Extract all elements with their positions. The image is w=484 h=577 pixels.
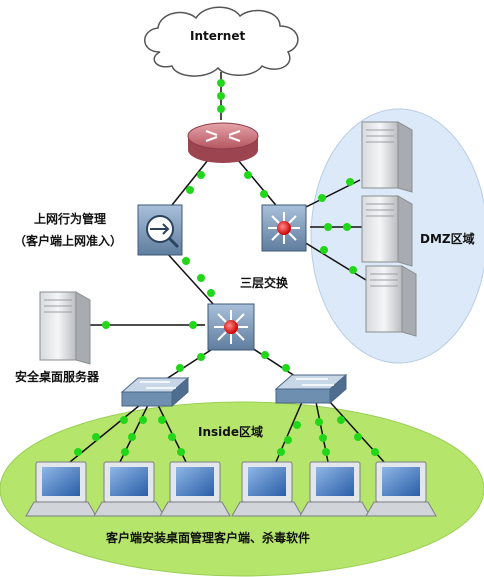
internet-label: Internet (190, 29, 246, 43)
core-switch-icon (207, 303, 255, 351)
laptop-3-icon (159, 461, 231, 517)
access-switch-left-icon (120, 376, 190, 408)
behavior-manager-label-line1: 上网行为管理 (34, 212, 107, 226)
laptop-6-icon (365, 461, 437, 517)
core-switch-label: 三层交换 (240, 276, 289, 290)
inside-zone-label: Inside区域 (198, 425, 263, 439)
access-switch-right-icon (274, 373, 348, 405)
dmz-server-1-icon (361, 121, 413, 193)
link-dots (74, 79, 379, 456)
dmz-label: DMZ区域 (420, 232, 475, 246)
laptop-2-icon (93, 461, 165, 517)
laptop-5-icon (299, 461, 371, 517)
dmz-server-2-icon (361, 195, 413, 267)
dmz-switch-icon (261, 204, 307, 252)
behavior-management-device-icon (137, 204, 183, 256)
dmz-server-3-icon (365, 265, 417, 337)
behavior-manager-label-line2: （客户端上网准入） (14, 234, 123, 248)
router-icon (187, 122, 259, 163)
desktop-server-icon (39, 291, 91, 365)
laptop-4-icon (231, 461, 303, 517)
clients-label: 客户端安装桌面管理客户端、杀毒软件 (106, 531, 311, 545)
internet-cloud-icon (144, 6, 299, 77)
desktop-server-label: 安全桌面服务器 (15, 370, 100, 384)
laptop-1-icon (25, 461, 97, 517)
